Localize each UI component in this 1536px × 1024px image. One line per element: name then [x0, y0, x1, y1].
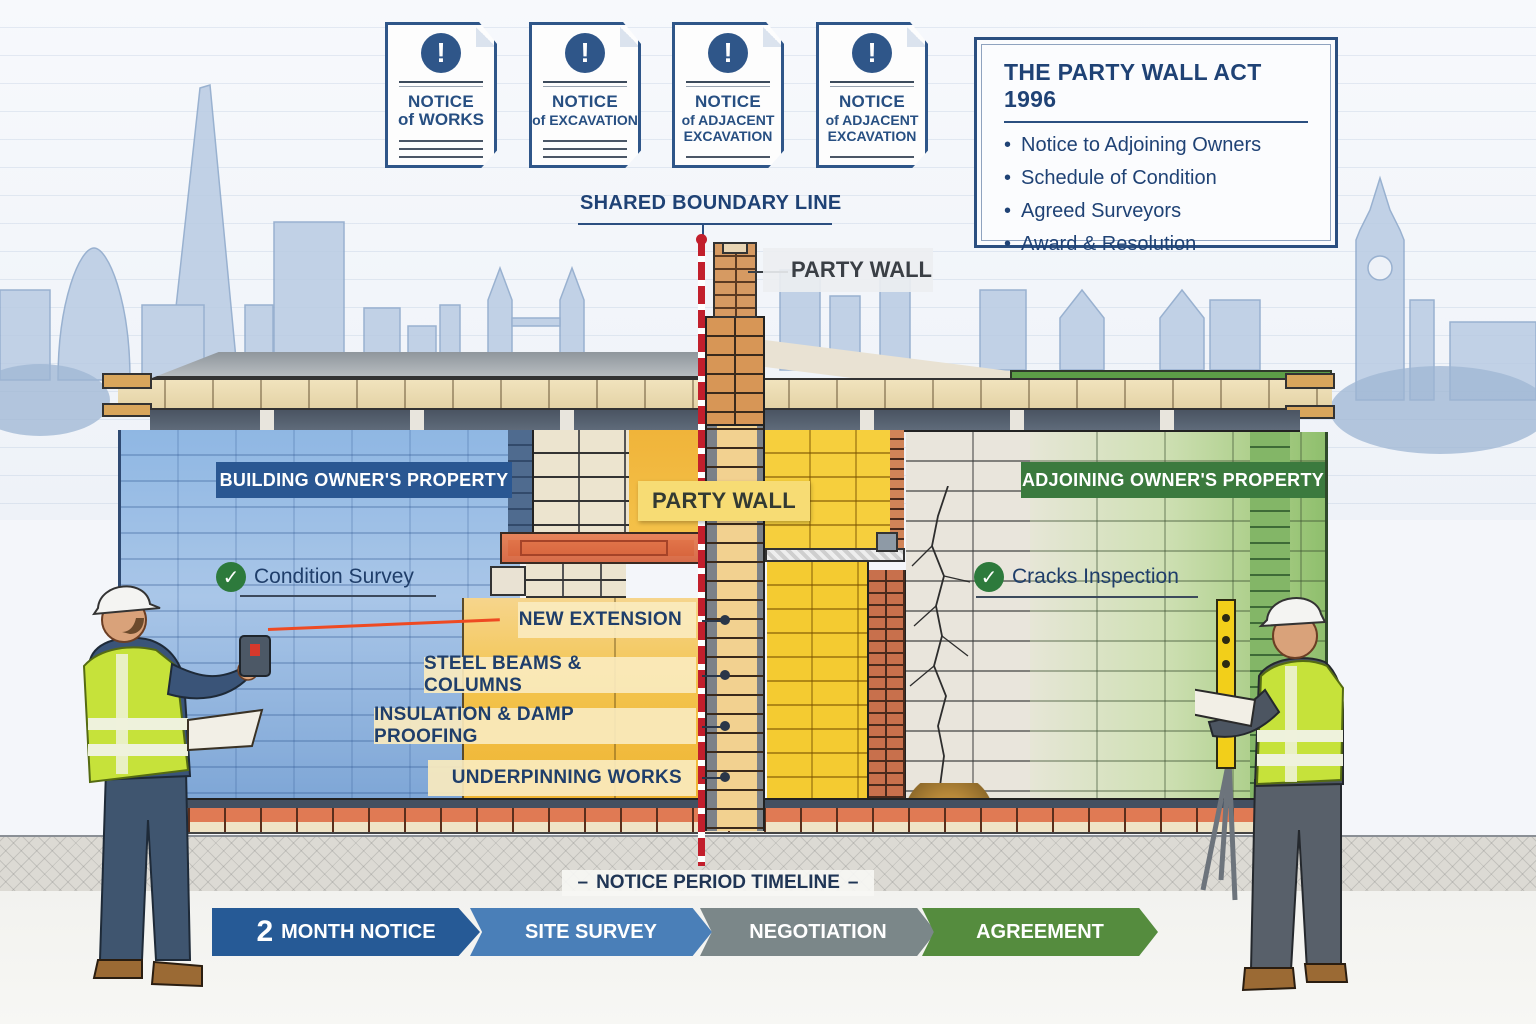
boundary-marker-dot — [696, 234, 707, 245]
boundary-label-tick — [702, 223, 704, 237]
leader-dot-icon — [720, 670, 730, 680]
timeline-step-number: 2 — [256, 915, 274, 948]
cracks-inspection-text: Cracks Inspection — [1012, 565, 1179, 588]
shared-boundary-label: SHARED BOUNDARY LINE — [580, 192, 842, 214]
crack-icon — [909, 486, 971, 786]
notice-subtitle: of EXCAVATION — [532, 112, 638, 128]
check-icon: ✓ — [216, 562, 246, 592]
party-wall-act-box: THE PARTY WALL ACT 1996 Notice to Adjoin… — [974, 37, 1338, 255]
adjoining-yellow-wall — [767, 562, 869, 802]
exclamation-icon: ! — [708, 33, 748, 73]
act-list-item: Award & Resolution — [1004, 228, 1308, 261]
party-wall-brickwork-top — [705, 316, 765, 426]
leader-line — [702, 777, 722, 779]
notice-subtitle-line2: EXCAVATION — [683, 128, 773, 144]
timeline-title: –NOTICE PERIOD TIMELINE– — [562, 870, 874, 896]
act-list-item: Notice to Adjoining Owners — [1004, 129, 1308, 162]
exclamation-icon: ! — [852, 33, 892, 73]
roof-left — [152, 352, 707, 378]
notice-subtitle-line1: of ADJACENT — [681, 112, 775, 128]
timeline-title-text: NOTICE PERIOD TIMELINE — [596, 872, 840, 893]
clipboard-icon — [1195, 688, 1257, 728]
timeline-step-agreement: AGREEMENT — [922, 908, 1158, 956]
notice-title: NOTICE — [838, 92, 906, 111]
clipboard-icon — [187, 708, 264, 752]
condition-survey-text: Condition Survey — [254, 565, 414, 588]
leader-dot-icon — [720, 772, 730, 782]
blockwork-lower — [526, 564, 626, 598]
tripod-icon — [1200, 759, 1238, 901]
check-icon: ✓ — [974, 562, 1004, 592]
wall-edge — [508, 430, 534, 542]
notice-title: NOTICE — [551, 92, 619, 111]
surveyor-left-figure — [82, 585, 271, 988]
cracked-wall — [906, 432, 1030, 824]
existing-blockwork — [534, 430, 629, 542]
notice-title: NOTICE — [407, 92, 475, 111]
act-title: THE PARTY WALL ACT 1996 — [1004, 59, 1262, 112]
hard-hat-icon — [1258, 597, 1327, 628]
levelling-staff-icon — [1216, 599, 1236, 769]
chimney — [713, 242, 757, 318]
padstone — [490, 566, 526, 596]
lintel — [765, 548, 905, 562]
exclamation-icon: ! — [421, 33, 461, 73]
party-wall-label: PARTY WALL — [638, 481, 810, 521]
divider — [1004, 121, 1308, 123]
gherkin-icon — [57, 247, 131, 381]
leader-line — [702, 726, 722, 728]
notice-of-adjacent-excavation-card-2: ! NOTICE of ADJACENT EXCAVATION — [816, 22, 928, 168]
notice-of-adjacent-excavation-card: ! NOTICE of ADJACENT EXCAVATION — [672, 22, 784, 168]
timeline-step-site-survey: SITE SURVEY — [470, 908, 712, 956]
timeline-step-label: MONTH NOTICE — [281, 920, 436, 943]
timeline-step-label: SITE SURVEY — [525, 920, 657, 943]
chimney-cap — [722, 242, 748, 254]
notice-title: NOTICE — [694, 92, 762, 111]
hard-hat-icon — [92, 585, 161, 616]
fascia-cap — [102, 373, 152, 389]
brick-strip — [890, 430, 904, 548]
leader-line — [702, 675, 722, 677]
timeline-step-negotiation: NEGOTIATION — [700, 908, 936, 956]
shared-boundary-line — [698, 238, 705, 866]
works-label-new-extension: NEW EXTENSION — [518, 602, 696, 638]
party-wall-top-label: PARTY WALL — [763, 248, 933, 292]
cracks-inspection-item: ✓ Cracks Inspection — [974, 562, 1179, 592]
works-label-steel-beams: STEEL BEAMS & COLUMNS — [424, 653, 696, 696]
timeline-step-label: AGREEMENT — [976, 920, 1104, 943]
building-owner-property-label: BUILDING OWNER'S PROPERTY — [216, 462, 512, 498]
brick-pier — [869, 570, 907, 832]
underline — [240, 595, 436, 597]
big-ben-icon — [1355, 175, 1405, 401]
notice-subtitle-line1: of ADJACENT — [825, 112, 919, 128]
notice-subtitle: of WORKS — [398, 110, 484, 129]
works-label-underpinning: UNDERPINNING WORKS — [428, 760, 696, 796]
timeline-step-label: NEGOTIATION — [749, 920, 887, 943]
leader-dot-icon — [720, 721, 730, 731]
act-list-item: Schedule of Condition — [1004, 162, 1308, 195]
fascia-cap — [1285, 373, 1335, 389]
timeline-step-2-month-notice: 2 MONTH NOTICE — [212, 908, 480, 956]
leader-line — [702, 620, 722, 622]
boundary-label-underline — [578, 223, 832, 225]
fascia-cap — [102, 403, 152, 417]
adjoining-owner-property-label: ADJOINING OWNER'S PROPERTY — [1021, 462, 1325, 498]
surveyor-right-figure — [1195, 597, 1349, 992]
act-list-item: Agreed Surveyors — [1004, 195, 1308, 228]
notice-subtitle-line2: EXCAVATION — [827, 128, 917, 144]
condition-survey-item: ✓ Condition Survey — [216, 562, 414, 592]
notice-of-excavation-card: ! NOTICE of EXCAVATION — [529, 22, 641, 168]
notice-of-works-card: ! NOTICE of WORKS — [385, 22, 497, 168]
steel-beam — [500, 532, 702, 564]
steel-beam-web — [520, 540, 668, 556]
act-list: Notice to Adjoining Owners Schedule of C… — [1004, 129, 1308, 261]
exclamation-icon: ! — [565, 33, 605, 73]
underline — [976, 596, 1198, 598]
works-label-insulation: INSULATION & DAMP PROOFING — [374, 704, 696, 747]
junction-box-icon — [876, 532, 898, 552]
leader-dot-icon — [720, 615, 730, 625]
